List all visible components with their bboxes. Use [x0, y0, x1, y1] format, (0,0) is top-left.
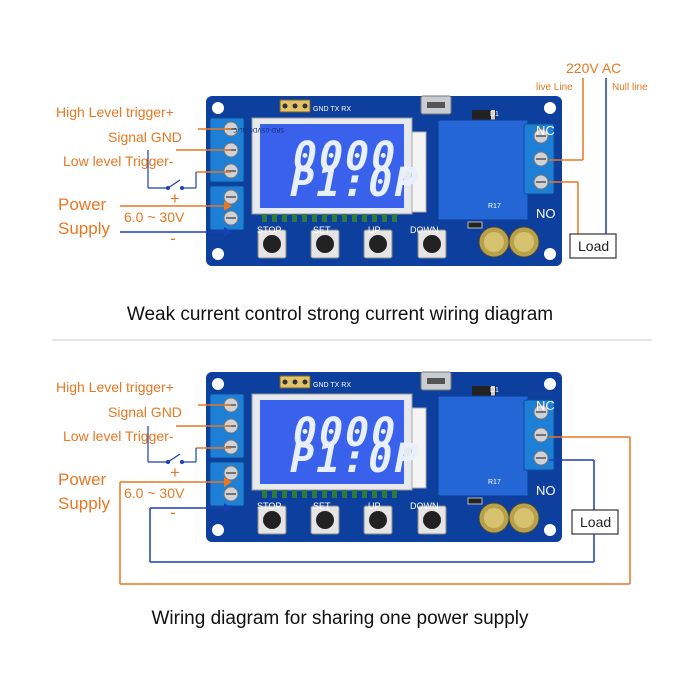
nc-label-2: NC	[536, 398, 555, 413]
plus-arrow-icon-2	[224, 477, 232, 487]
no-label-2: NO	[536, 483, 556, 498]
plus-label: +	[170, 189, 180, 208]
low-level-trigger-label: Low level Trigger-	[63, 153, 174, 169]
load-label: Load	[578, 238, 609, 254]
r17-label-2: R17	[488, 479, 501, 486]
button-up-label: UP	[368, 225, 381, 235]
r17-label: R17	[488, 203, 501, 210]
power-label-2: Power	[58, 470, 107, 489]
nc-label: NC	[536, 123, 555, 138]
voltage-label-2: 6.0 ~ 30V	[124, 485, 185, 501]
minus-label-2: -	[170, 503, 176, 522]
button-up-label-2: UP	[368, 501, 381, 511]
live-line-label: live Line	[536, 82, 573, 93]
supply-label-2: Supply	[58, 494, 110, 513]
switch-icon-2	[167, 453, 181, 463]
signal-gnd-label-2: Signal GND	[108, 404, 182, 420]
minus-label: -	[170, 229, 176, 248]
button-set-label-2: SET	[313, 501, 331, 511]
supply-label: Supply	[58, 219, 110, 238]
button-set-label: SET	[313, 225, 331, 235]
lcd-line-2-2: P1:0P	[290, 436, 420, 482]
diagram-weak-strong: GND TX RX SRD-05VDC-SL-C D1 R17 NC NO 00…	[56, 60, 648, 325]
caption-diagram-1: Weak current control strong current wiri…	[127, 304, 553, 325]
button-down-label-2: DOWN	[410, 501, 439, 511]
low-level-trigger-label-2: Low level Trigger-	[63, 428, 174, 444]
button-stop-label: STOP	[257, 225, 281, 235]
caption-diagram-2: Wiring diagram for sharing one power sup…	[151, 608, 529, 629]
load-label-2: Load	[580, 514, 611, 530]
null-line-label: Null line	[612, 82, 648, 93]
minus-arrow-icon	[224, 227, 232, 237]
no-label: NO	[536, 206, 556, 221]
d1-label: D1	[490, 111, 499, 118]
high-level-trigger-label: High Level trigger+	[56, 104, 174, 120]
diagram-shared-supply: GND TX RX D1 R17 NC NO 0000 P1:0P STOP S…	[56, 371, 631, 629]
high-level-trigger-label-2: High Level trigger+	[56, 379, 174, 395]
ac-label: 220V AC	[566, 60, 621, 76]
lcd-line-1: 0000	[293, 134, 397, 180]
button-down-label: DOWN	[410, 225, 439, 235]
header-label: GND TX RX	[313, 106, 351, 113]
signal-gnd-label: Signal GND	[108, 129, 182, 145]
relay-text-1: SRD-05VDC-SL-C	[233, 126, 284, 133]
lcd-line-2: P1:0P	[290, 160, 420, 206]
d1-label-2: D1	[490, 387, 499, 394]
minus-arrow-icon-2	[224, 503, 232, 513]
plus-arrow-icon	[224, 201, 232, 211]
load-box-2	[571, 509, 619, 535]
plus-label-2: +	[170, 463, 180, 482]
voltage-label: 6.0 ~ 30V	[124, 209, 185, 225]
power-label: Power	[58, 195, 107, 214]
lcd-line-1-2: 0000	[293, 410, 397, 456]
button-stop-label-2: STOP	[257, 501, 281, 511]
header-label-2: GND TX RX	[313, 382, 351, 389]
load-box	[569, 233, 617, 259]
switch-icon	[167, 179, 181, 189]
